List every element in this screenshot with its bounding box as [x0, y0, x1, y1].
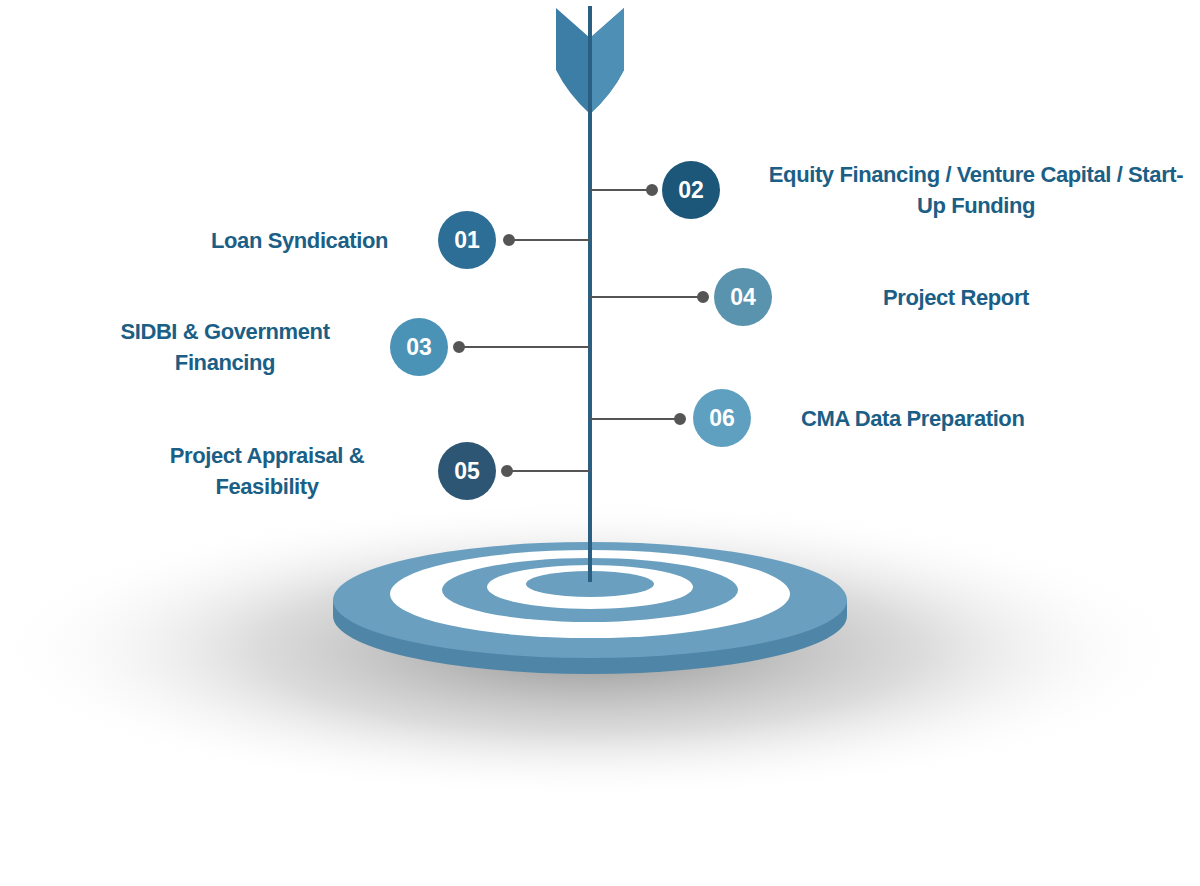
leader-line	[509, 239, 590, 241]
leader-line	[590, 189, 652, 191]
numbered-step: 06 CMA Data Preparation	[693, 389, 1091, 447]
numbered-step: Loan Syndication 01	[148, 211, 496, 269]
step-label: Project Report	[836, 282, 1076, 313]
leader-dot	[504, 235, 514, 245]
numbered-step: 04 Project Report	[714, 268, 1076, 326]
arrow-fletching	[590, 8, 624, 114]
leader-dot	[454, 342, 464, 352]
leader-line	[590, 418, 680, 420]
step-label: CMA Data Preparation	[801, 403, 1091, 434]
step-label: Project Appraisal & Feasibility	[132, 440, 402, 502]
callout-number: 05	[438, 442, 496, 500]
callout-number: 03	[390, 318, 448, 376]
leader-line	[459, 346, 590, 348]
shadow	[0, 500, 1190, 800]
arrow-shaft	[588, 6, 592, 582]
callout-number: 04	[714, 268, 772, 326]
callout-number: 06	[693, 389, 751, 447]
leader-line	[507, 470, 590, 472]
leader-line	[590, 296, 703, 298]
numbered-step: SIDBI & Government Financing 03	[90, 316, 448, 378]
leader-dot	[675, 414, 685, 424]
step-label: SIDBI & Government Financing	[90, 316, 360, 378]
numbered-step: Project Appraisal & Feasibility 05	[132, 440, 496, 502]
step-label: Equity Financing / Venture Capital / Sta…	[756, 159, 1196, 221]
callout-number: 02	[662, 161, 720, 219]
step-label: Loan Syndication	[148, 225, 388, 256]
leader-dot	[698, 292, 708, 302]
leader-dot	[647, 185, 657, 195]
callout-number: 01	[438, 211, 496, 269]
leader-dot	[502, 466, 512, 476]
numbered-step: 02 Equity Financing / Venture Capital / S…	[662, 159, 1196, 221]
arrow-shaft	[588, 6, 592, 114]
